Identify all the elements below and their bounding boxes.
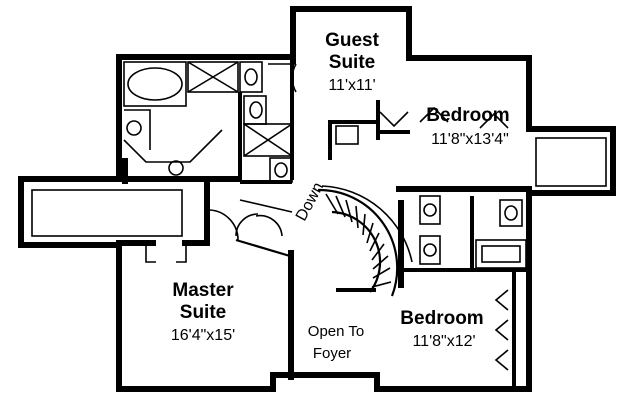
guest-suite-fixtures	[268, 63, 409, 160]
bedroom-upper-name: Bedroom	[426, 105, 509, 126]
master-suite-size: 16'4"x15'	[171, 327, 235, 344]
open-to-foyer-2: Foyer	[313, 345, 351, 362]
bedroom-lower-name: Bedroom	[400, 308, 483, 329]
master-suite-name-2: Suite	[180, 302, 226, 323]
open-to-foyer-1: Open To	[308, 323, 364, 340]
master-suite-name-1: Master	[172, 280, 234, 301]
upper-bedroom-fixtures	[380, 106, 532, 288]
master-bath	[122, 60, 294, 184]
bedroom-upper-size: 11'8"x13'4"	[431, 131, 509, 148]
master-suite-walls	[120, 180, 294, 380]
lower-bedroom-closet	[494, 272, 516, 388]
bedroom-lower-size: 11'8"x12'	[412, 333, 475, 350]
exterior-walls	[18, 6, 616, 392]
guest-suite-name-1: Guest	[325, 30, 380, 51]
guest-suite-size: 11'x11'	[328, 77, 375, 94]
stair-down-label: Down	[293, 180, 327, 224]
guest-suite-name-2: Suite	[329, 52, 375, 73]
curved-staircase	[317, 185, 413, 297]
